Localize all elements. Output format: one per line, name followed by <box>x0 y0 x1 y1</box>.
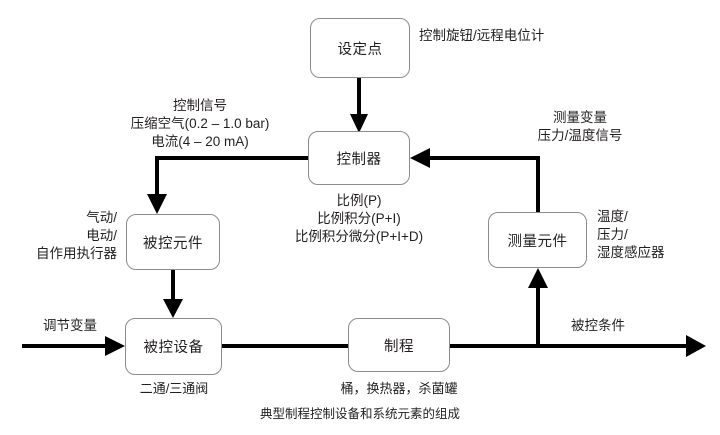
annotation-actuator-line3: 自作用执行器 <box>36 246 117 261</box>
annotation-controller-modes-line3: 比例积分微分(P+I+D) <box>294 229 424 244</box>
diagram-caption: 典型制程控制设备和系统元素的组成 <box>259 407 460 421</box>
annotation-control-signal-line2: 压缩空气(0.2 – 1.0 bar) <box>130 116 270 131</box>
node-measuring-element-label: 测量元件 <box>507 233 568 250</box>
annotation-actuator-line1: 气动/ <box>86 210 117 225</box>
annotation-measured-variable-line1: 测量变量 <box>553 110 607 125</box>
connector-process-to-output <box>450 335 706 357</box>
annotation-valve-note: 二通/三通阀 <box>139 381 209 396</box>
annotation-sensor-line2: 压力/ <box>597 227 628 242</box>
annotation-setpoint-note: 控制旋钮/远程电位计 <box>419 28 545 43</box>
node-measuring-element[interactable]: 测量元件 <box>488 212 587 268</box>
node-controller[interactable]: 控制器 <box>308 131 410 185</box>
annotation-sensor-line3: 湿度感应器 <box>597 245 665 260</box>
annotation-manipulated-variable: 调节变量 <box>43 318 97 333</box>
annotation-control-signal-line3: 电流(4 – 20 mA) <box>151 134 249 149</box>
annotation-process-note: 桶，换热器，杀菌罐 <box>340 381 458 396</box>
node-controlled-element[interactable]: 被控元件 <box>126 214 220 270</box>
node-setpoint[interactable]: 设定点 <box>310 18 410 78</box>
annotation-measured-variable-line2: 压力/温度信号 <box>537 128 623 143</box>
node-controlled-device[interactable]: 被控设备 <box>125 318 222 375</box>
connector-output-to-measuring-element <box>528 268 548 346</box>
annotation-controlled-condition: 被控条件 <box>571 318 625 333</box>
node-controlled-device-label: 被控设备 <box>143 340 204 356</box>
annotation-actuator-line2: 电动/ <box>86 228 117 243</box>
annotation-control-signal-line1: 控制信号 <box>173 98 227 113</box>
node-controller-label: 控制器 <box>336 151 382 168</box>
node-controlled-element-label: 被控元件 <box>143 235 203 252</box>
annotation-sensor-line1: 温度/ <box>597 209 628 224</box>
connector-controlled-element-to-device <box>163 270 183 318</box>
annotation-controller-modes-line2: 比例积分(P+I) <box>317 211 401 226</box>
annotation-controller-modes-line1: 比例(P) <box>336 193 382 208</box>
connector-setpoint-to-controller <box>350 77 368 133</box>
node-process-label: 制程 <box>384 338 414 355</box>
connector-controller-to-controlled-element <box>147 156 308 214</box>
node-process[interactable]: 制程 <box>348 318 450 372</box>
connector-measuring-element-to-controller <box>410 148 540 212</box>
node-setpoint-label: 设定点 <box>337 41 383 58</box>
connector-manipulated-variable-input <box>22 336 125 356</box>
